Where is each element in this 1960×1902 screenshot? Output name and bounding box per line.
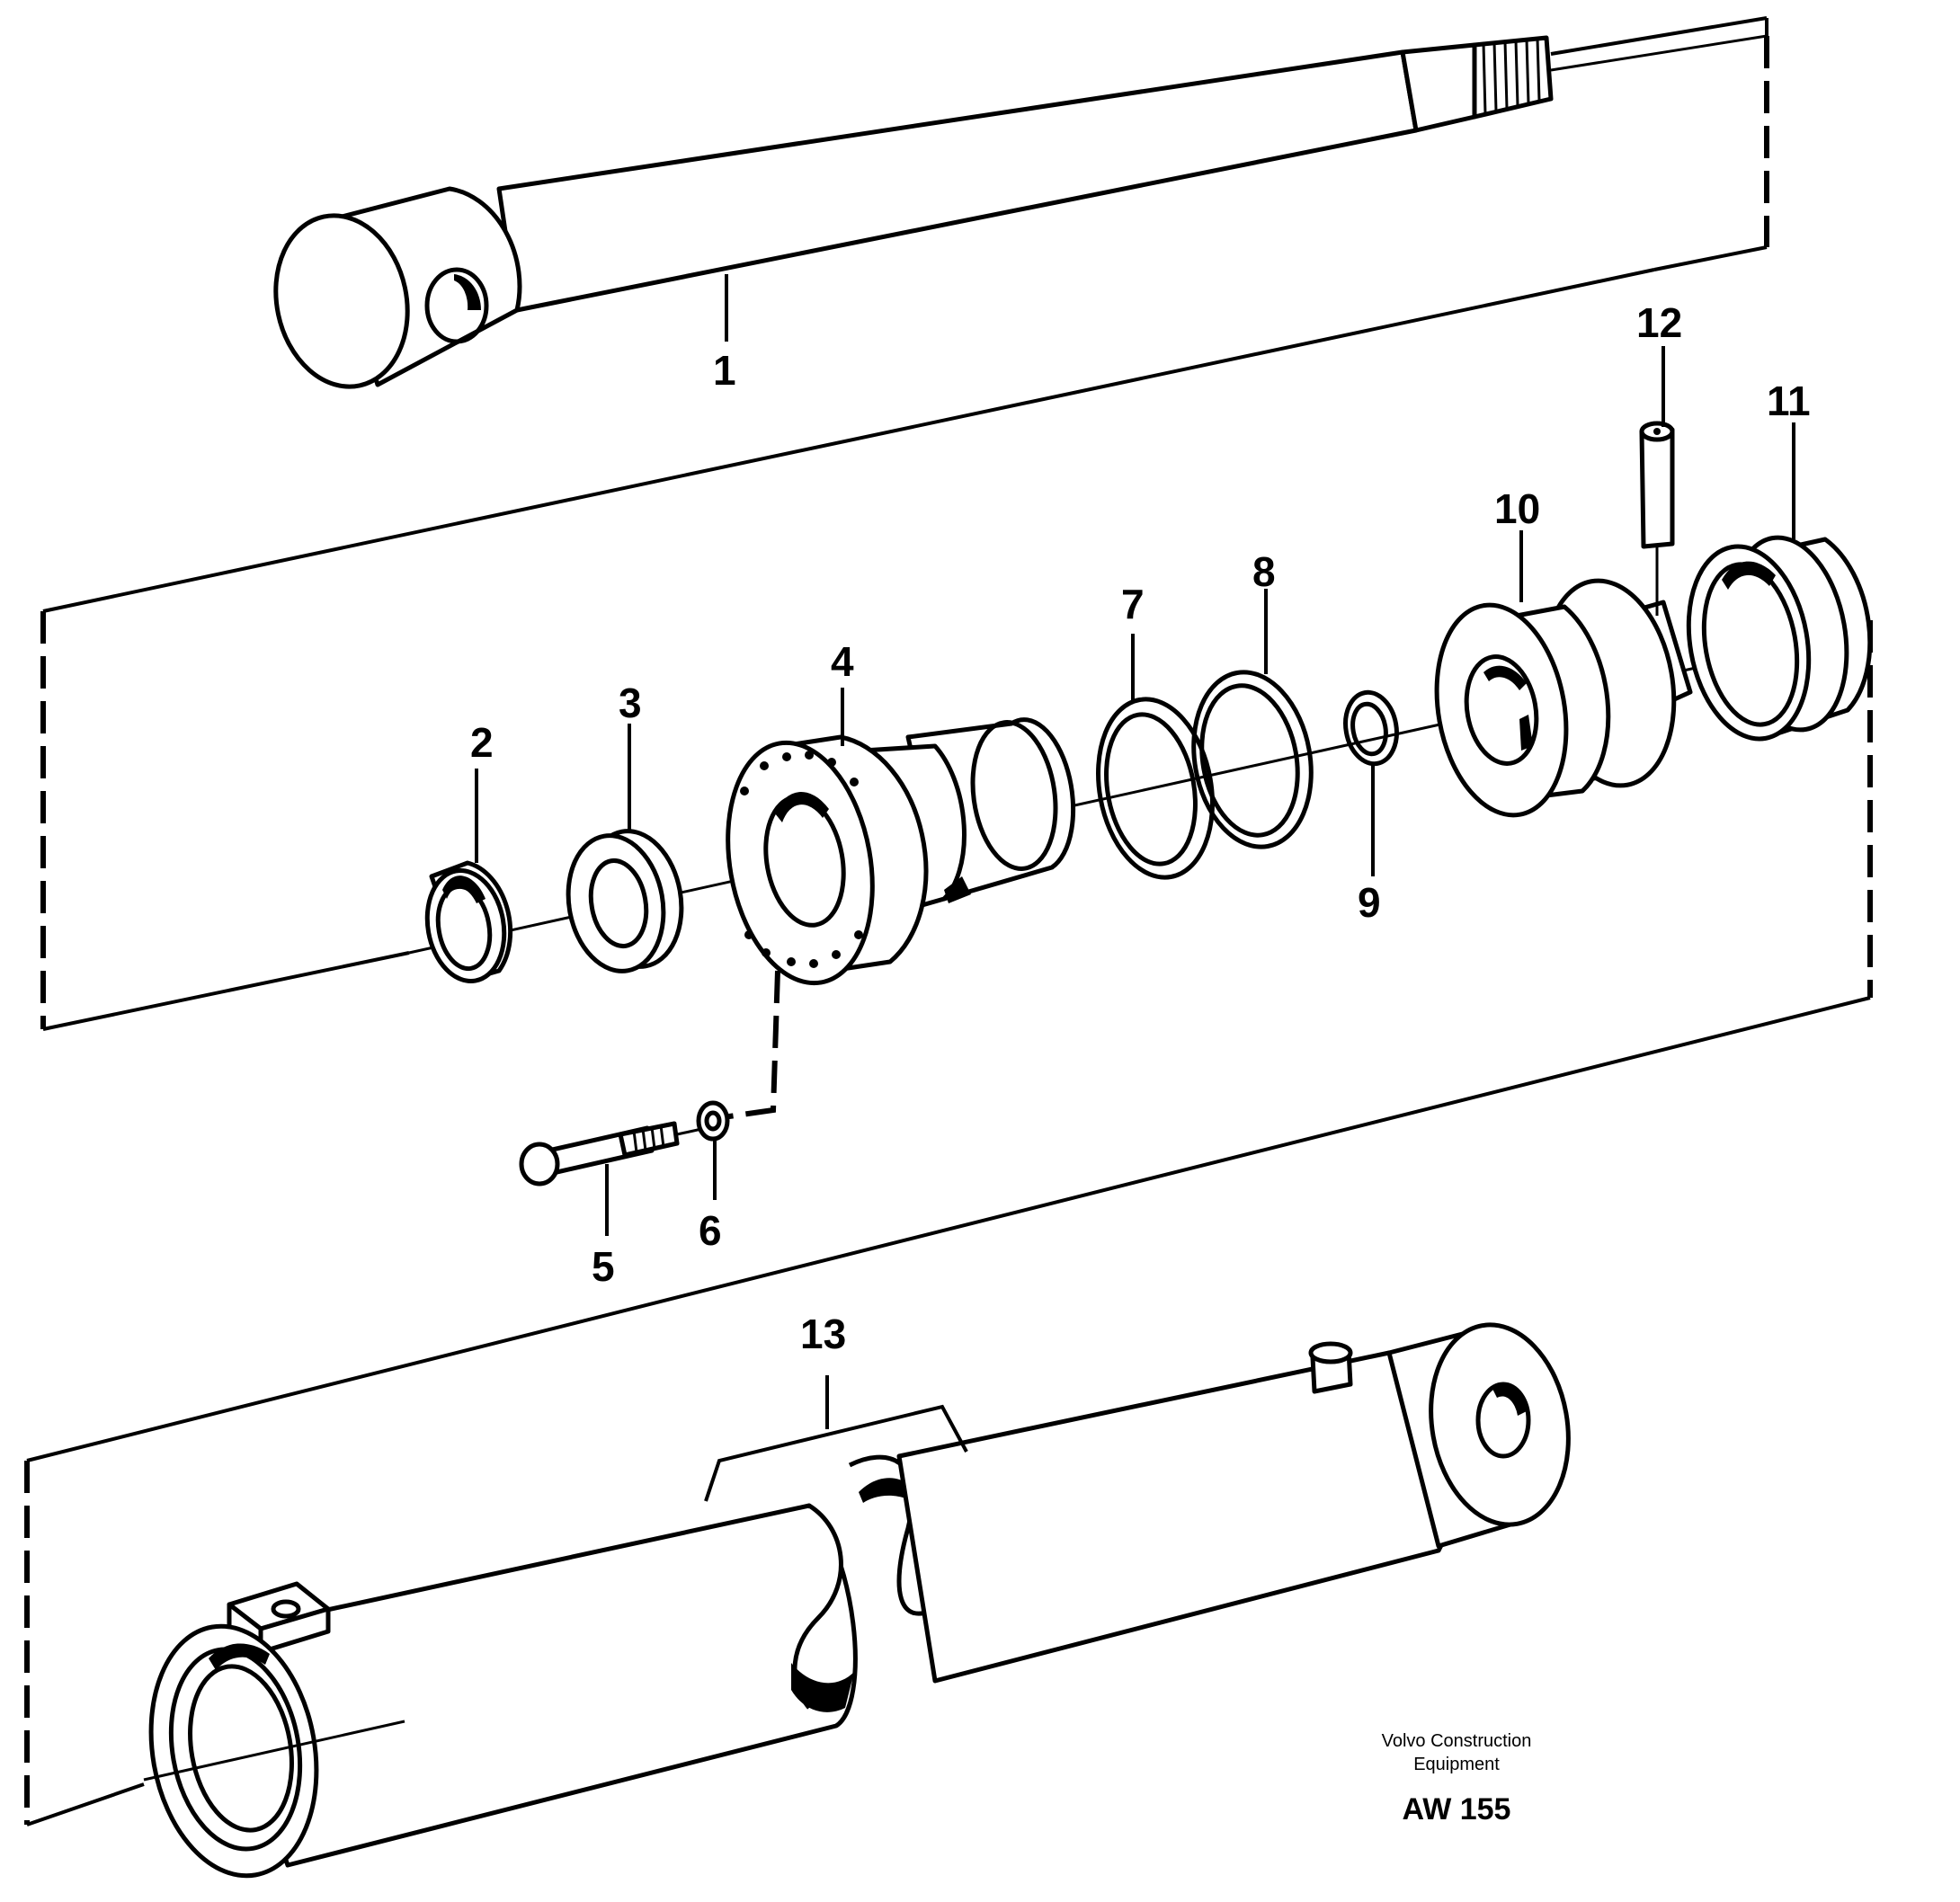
part-12-pin bbox=[1639, 421, 1675, 616]
callout-13: 13 bbox=[800, 1311, 846, 1357]
part-7-seal-ring bbox=[1096, 697, 1215, 880]
part-2-bushing bbox=[424, 860, 513, 983]
part-4-cylinder-head bbox=[726, 717, 1076, 986]
callout-11: 11 bbox=[1767, 378, 1811, 424]
callout-2: 2 bbox=[470, 719, 494, 766]
part-3-wiper-ring bbox=[566, 829, 684, 973]
callout-5: 5 bbox=[592, 1243, 615, 1290]
callout-labels: 1 2 3 4 5 6 7 8 9 10 11 12 13 bbox=[470, 299, 1811, 1357]
brand-line-1: Volvo Construction bbox=[1381, 1731, 1532, 1751]
part-piston-rod bbox=[273, 34, 1768, 389]
frame-bottom bbox=[24, 1461, 145, 1826]
callout-3: 3 bbox=[619, 680, 642, 726]
frame-top bbox=[42, 16, 1769, 613]
figure-code: AW 155 bbox=[1402, 1792, 1511, 1826]
callout-7: 7 bbox=[1121, 581, 1145, 627]
callout-12: 12 bbox=[1636, 299, 1682, 346]
part-5-bolt bbox=[519, 1121, 707, 1187]
brand-caption: Volvo Construction Equipment bbox=[1322, 1729, 1591, 1776]
part-6-washer bbox=[696, 1100, 730, 1142]
leader-lines bbox=[475, 274, 1795, 1429]
part-9-small-ring bbox=[1343, 689, 1399, 767]
part-8-o-ring bbox=[1191, 670, 1314, 849]
part-10-piston bbox=[1434, 578, 1693, 818]
part-11-guide-ring bbox=[1686, 535, 1873, 742]
callout-1: 1 bbox=[713, 347, 736, 394]
brand-line-2: Equipment bbox=[1413, 1755, 1500, 1774]
callout-4: 4 bbox=[831, 638, 854, 685]
callout-8: 8 bbox=[1252, 548, 1276, 595]
part-13-cylinder-tube bbox=[143, 1322, 1571, 1879]
callout-10: 10 bbox=[1494, 485, 1540, 532]
callout-6: 6 bbox=[699, 1207, 722, 1254]
callout-9: 9 bbox=[1358, 879, 1381, 926]
